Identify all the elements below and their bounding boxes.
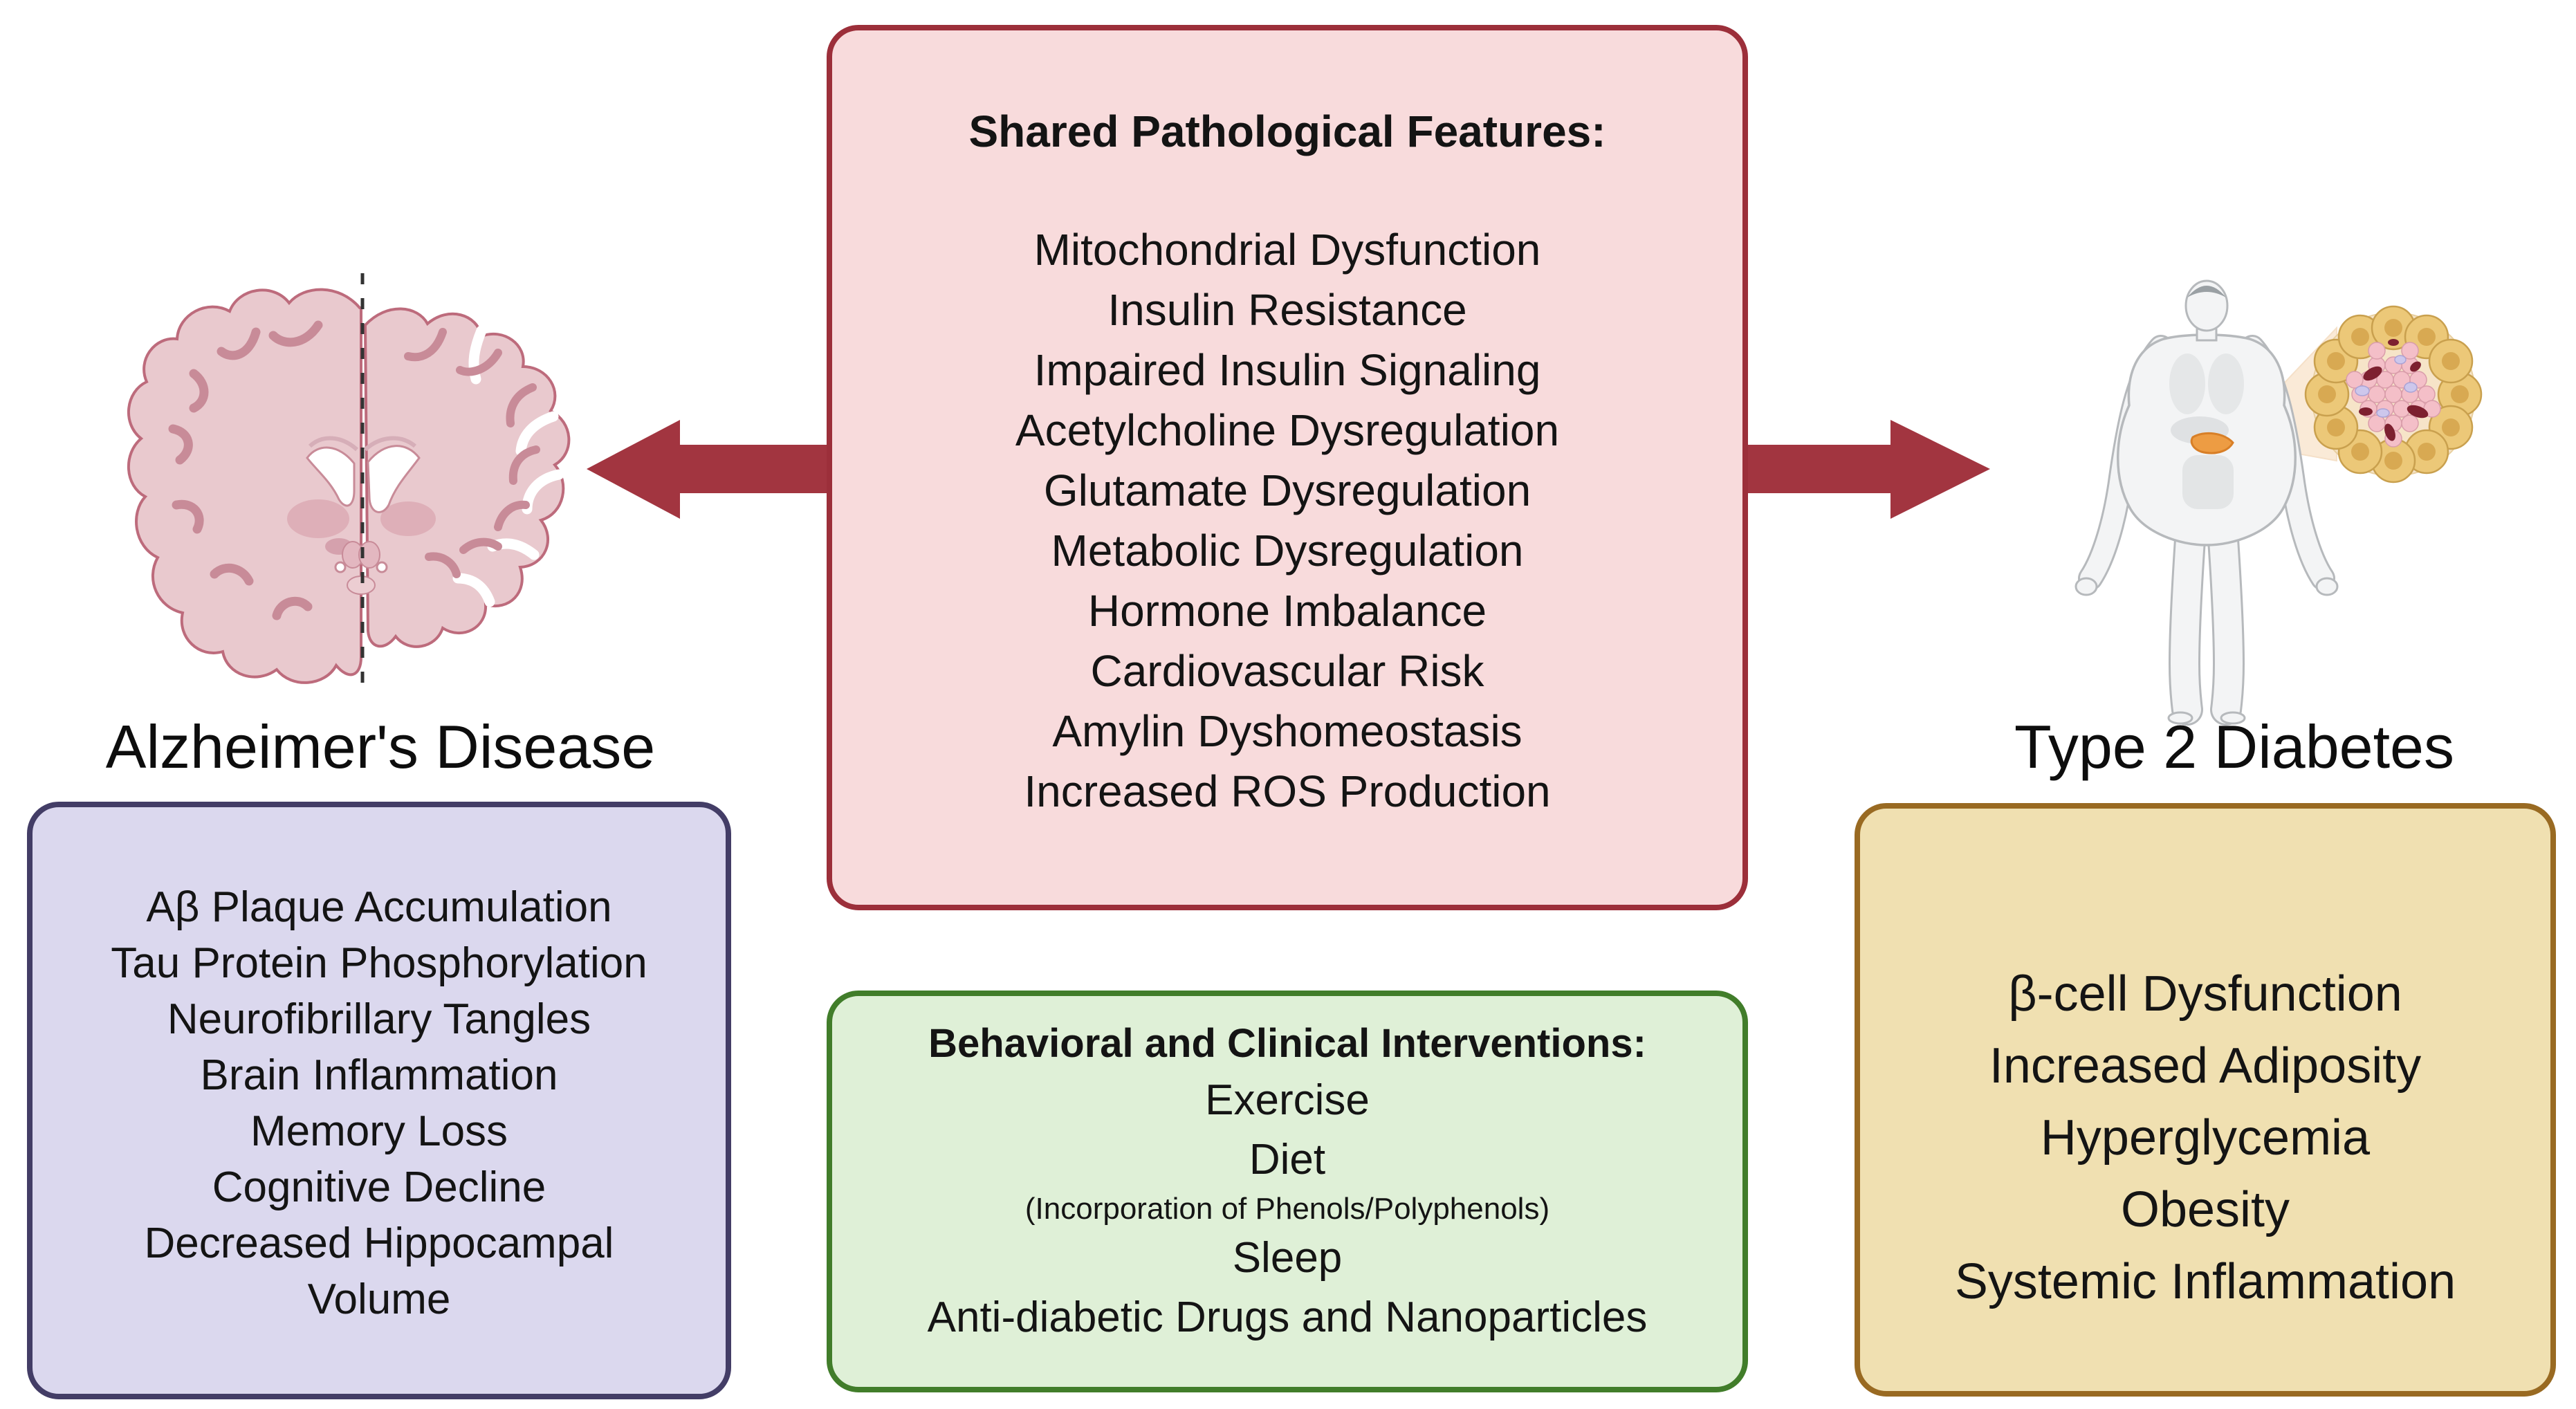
list-item: Increased Adiposity: [1989, 1038, 2422, 1094]
obese-figure-pancreas-islet-illustration: [2074, 279, 2483, 726]
alzheimers-features-box: Aβ Plaque Accumulation Tau Protein Phosp…: [27, 802, 731, 1399]
obese-body-silhouette: [2074, 279, 2339, 726]
brain-right-hemisphere-atrophied: [363, 307, 571, 648]
diet-note: (Incorporation of Phenols/Polyphenols): [1024, 1192, 1550, 1226]
list-item: Systemic Inflammation: [1954, 1254, 2456, 1309]
interventions-box: Behavioral and Clinical Interventions: E…: [827, 991, 1748, 1392]
list-item: Glutamate Dysregulation: [1043, 466, 1531, 515]
list-item: Hormone Imbalance: [1087, 586, 1487, 636]
list-item: Brain Inflammation: [200, 1051, 558, 1099]
islet-zoom-circle: [2304, 305, 2483, 484]
brain-illustration: [127, 273, 571, 695]
type-2-diabetes-label: Type 2 Diabetes: [2014, 712, 2454, 781]
right-arrow-icon: [1748, 420, 1990, 519]
list-item: Neurofibrillary Tangles: [167, 995, 591, 1043]
list-item: Mitochondrial Dysfunction: [1033, 225, 1541, 275]
list-item: Insulin Resistance: [1107, 285, 1467, 335]
list-item: Obesity: [2120, 1182, 2290, 1237]
list-item: Aβ Plaque Accumulation: [146, 883, 612, 931]
list-item: Anti-diabetic Drugs and Nanoparticles: [927, 1293, 1648, 1341]
list-item: Increased ROS Production: [1024, 766, 1551, 816]
list-item: Hyperglycemia: [2040, 1110, 2371, 1166]
left-arrow-icon: [587, 420, 827, 519]
alzheimers-disease-label: Alzheimer's Disease: [105, 712, 656, 781]
brain-left-ventricle: [306, 446, 356, 507]
brain-left-hemisphere: [127, 288, 362, 684]
list-item: Impaired Insulin Signaling: [1033, 345, 1541, 395]
list-item: Sleep: [1232, 1234, 1343, 1282]
acinar-cell-centers: [2318, 319, 2469, 470]
interventions-title: Behavioral and Clinical Interventions:: [928, 1021, 1646, 1066]
islet-delta-cells: [2355, 355, 2418, 418]
shared-pathological-features-box: Shared Pathological Features: Mitochondr…: [827, 25, 1748, 910]
list-item: Tau Protein Phosphorylation: [111, 939, 647, 987]
islet-vessels: [2359, 339, 2429, 441]
pancreas-icon: [2190, 432, 2234, 454]
hair: [2187, 286, 2226, 297]
list-item: Diet: [1249, 1136, 1326, 1184]
list-item: Cardiovascular Risk: [1090, 646, 1484, 696]
brain-left-sulci: [168, 320, 323, 620]
list-item: Exercise: [1205, 1076, 1370, 1124]
list-item: Amylin Dyshomeostasis: [1052, 706, 1522, 756]
list-item: Cognitive Decline: [212, 1163, 546, 1211]
list-item: Memory Loss: [250, 1107, 508, 1155]
brain-right-sulci: [404, 328, 540, 578]
internal-organs-faint: [2169, 353, 2244, 509]
brain-right-ventricle-enlarged: [367, 445, 421, 513]
shared-features-title: Shared Pathological Features:: [968, 107, 1606, 156]
type2-diabetes-features-box: β-cell Dysfunction Increased Adiposity H…: [1855, 803, 2556, 1397]
list-item: Metabolic Dysregulation: [1051, 526, 1524, 575]
list-item: β-cell Dysfunction: [2008, 966, 2402, 1022]
list-item: Acetylcholine Dysregulation: [1015, 405, 1560, 455]
list-item: Decreased Hippocampal Volume: [144, 1219, 614, 1323]
shared-features-list: Mitochondrial Dysfunction Insulin Resist…: [832, 220, 1742, 822]
